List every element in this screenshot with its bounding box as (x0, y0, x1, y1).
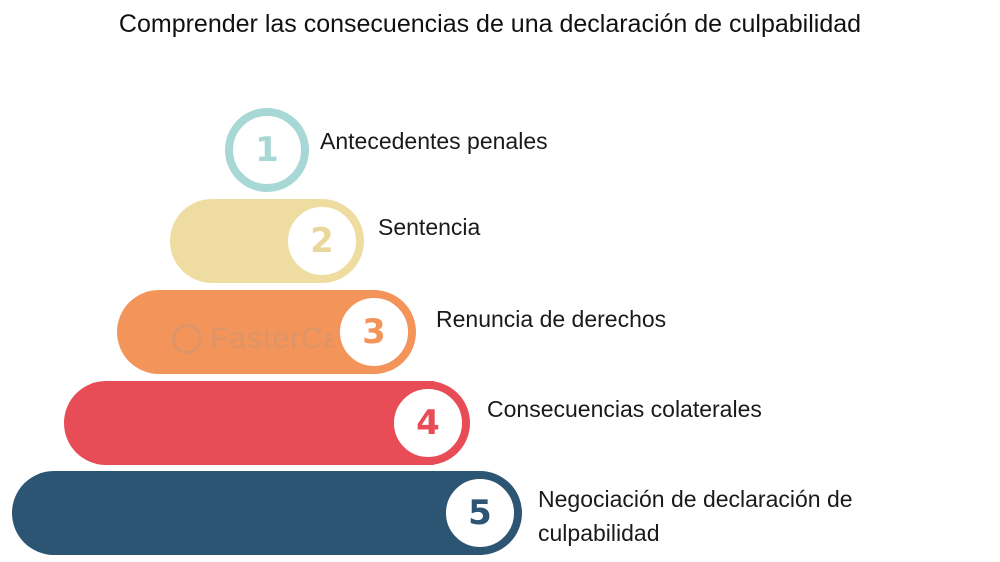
page-title: Comprender las consecuencias de una decl… (118, 10, 862, 38)
step-5-label: Negociación de declaración de culpabilid… (538, 486, 853, 546)
step-4-bar (64, 381, 434, 465)
step-5-circle: 5 (438, 471, 522, 555)
watermark-logo-icon (172, 324, 202, 354)
step-3-circle: 3 (332, 290, 416, 374)
step-5-bar (12, 471, 482, 555)
step-1-number: 1 (255, 130, 279, 170)
step-2-number: 2 (310, 221, 334, 261)
step-4-number: 4 (416, 403, 440, 443)
step-1-circle: 1 (225, 108, 309, 192)
step-3-number: 3 (362, 312, 386, 352)
step-2-label: Sentencia (378, 214, 481, 240)
step-1-label: Antecedentes penales (320, 128, 548, 154)
step-5-number: 5 (468, 493, 492, 533)
step-2-circle: 2 (280, 199, 364, 283)
step-4-label: Consecuencias colaterales (487, 396, 762, 422)
step-4-circle: 4 (386, 381, 470, 465)
step-3-label: Renuncia de derechos (436, 306, 667, 332)
